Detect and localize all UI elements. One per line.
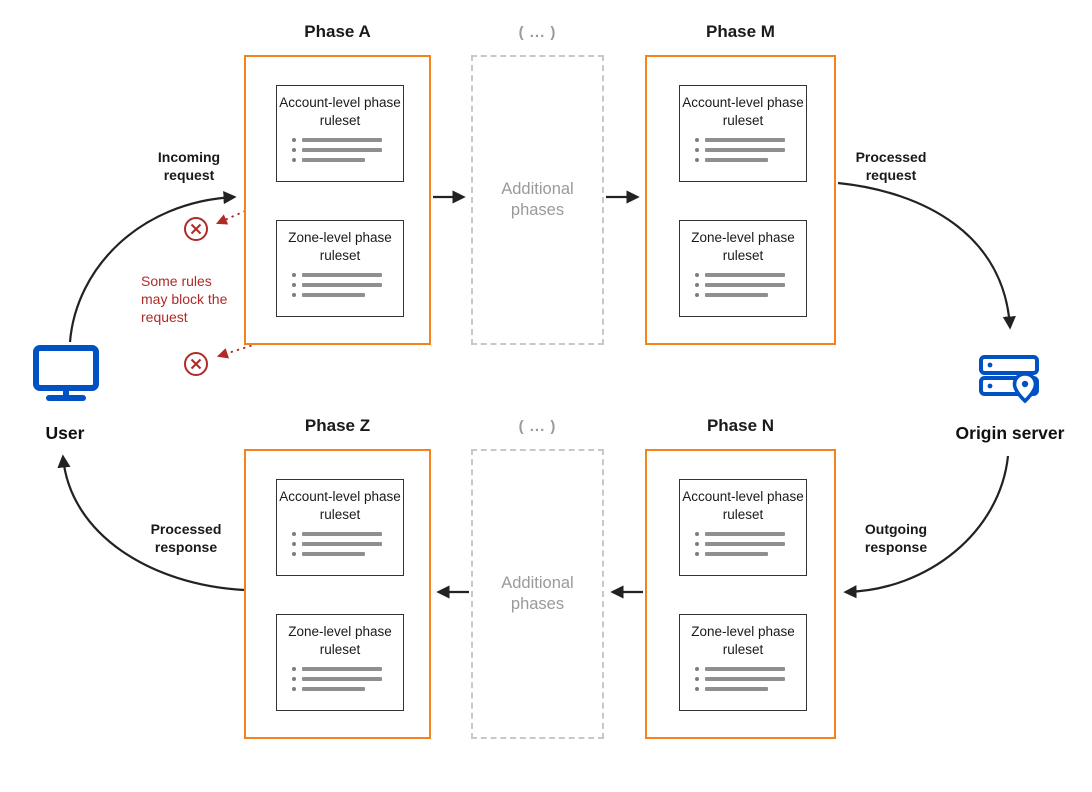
ruleset-line [292, 542, 403, 547]
phase-n-title: Phase N [706, 416, 775, 435]
ruleset-lines-icon [695, 273, 806, 298]
ruleset-line [695, 158, 806, 163]
phase-n-account-ruleset-box: Account-level phase ruleset [679, 479, 807, 576]
phase-a-account-ruleset-box: Account-level phase ruleset [276, 85, 404, 182]
ruleset-lines-icon [695, 138, 806, 163]
ruleset-line [695, 542, 806, 547]
ruleset-line [292, 283, 403, 288]
ruleset-lines-icon [292, 273, 403, 298]
phase-n-zone-ruleset-box: Zone-level phase ruleset [679, 614, 807, 711]
ruleset-label: Zone-level phase ruleset [691, 624, 795, 657]
ruleset-line [292, 532, 403, 537]
ruleset-line [292, 687, 403, 692]
phase-m-box: Account-level phase ruleset Zone-level p… [645, 55, 836, 345]
phase-m-zone-ruleset-box: Zone-level phase ruleset [679, 220, 807, 317]
phase-m-title: Phase M [706, 22, 775, 41]
phase-a-zone-ruleset-box: Zone-level phase ruleset [276, 220, 404, 317]
phase-z-account-ruleset-box: Account-level phase ruleset [276, 479, 404, 576]
phase-z-zone-ruleset-box: Zone-level phase ruleset [276, 614, 404, 711]
additional-phases-ellipsis-bottom: ( ... ) [518, 418, 557, 435]
ruleset-line [695, 667, 806, 672]
ruleset-lines-icon [292, 667, 403, 692]
ruleset-lines-icon [695, 532, 806, 557]
processed-request-label: Processed request [855, 149, 927, 184]
phase-n-box: Account-level phase ruleset Zone-level p… [645, 449, 836, 739]
block-note: Some rules may block the request [141, 273, 228, 326]
phase-a-title: Phase A [304, 22, 371, 41]
monitor-icon [33, 345, 99, 401]
phase-a-box: Account-level phase ruleset Zone-level p… [244, 55, 431, 345]
phase-z-box: Account-level phase ruleset Zone-level p… [244, 449, 431, 739]
ruleset-label: Account-level phase ruleset [279, 95, 401, 128]
ruleset-line [292, 667, 403, 672]
user-label: User [45, 423, 85, 443]
arrow-phase-m-to-origin [837, 181, 1016, 330]
ruleset-line [695, 677, 806, 682]
additional-phases-box-top: Additional phases [471, 55, 604, 345]
outgoing-response-label: Outgoing response [864, 521, 928, 556]
ruleset-line [695, 532, 806, 537]
ruleset-label: Account-level phase ruleset [682, 489, 804, 522]
ruleset-line [695, 283, 806, 288]
ruleset-line [292, 552, 403, 557]
ruleset-label: Account-level phase ruleset [682, 95, 804, 128]
ruleset-line [695, 148, 806, 153]
ruleset-line [292, 148, 403, 153]
origin-server-label: Origin server [955, 423, 1065, 443]
ruleset-label: Zone-level phase ruleset [288, 230, 392, 263]
ruleset-line [695, 687, 806, 692]
ruleset-line [292, 677, 403, 682]
blocked-x-icon [184, 217, 208, 241]
ruleset-label: Account-level phase ruleset [279, 489, 401, 522]
server-location-pin-icon [979, 355, 1039, 404]
ruleset-label: Zone-level phase ruleset [691, 230, 795, 263]
phase-z-title: Phase Z [304, 416, 371, 435]
ruleset-lines-icon [292, 138, 403, 163]
additional-phases-ellipsis-top: ( ... ) [518, 24, 557, 41]
ruleset-line [292, 273, 403, 278]
ruleset-line [695, 273, 806, 278]
phase-m-account-ruleset-box: Account-level phase ruleset [679, 85, 807, 182]
ruleset-line [695, 138, 806, 143]
ruleset-line [695, 293, 806, 298]
ruleset-line [292, 293, 403, 298]
ruleset-label: Zone-level phase ruleset [288, 624, 392, 657]
ruleset-lines-icon [292, 532, 403, 557]
ruleset-line [292, 138, 403, 143]
incoming-request-label: Incoming request [157, 149, 221, 184]
ruleset-lines-icon [695, 667, 806, 692]
blocked-x-icon [184, 352, 208, 376]
ruleset-line [695, 552, 806, 557]
additional-phases-box-bottom: Additional phases [471, 449, 604, 739]
ruleset-line [292, 158, 403, 163]
additional-phases-label: Additional phases [501, 573, 574, 613]
additional-phases-label: Additional phases [501, 179, 574, 219]
processed-response-label: Processed response [150, 521, 222, 556]
